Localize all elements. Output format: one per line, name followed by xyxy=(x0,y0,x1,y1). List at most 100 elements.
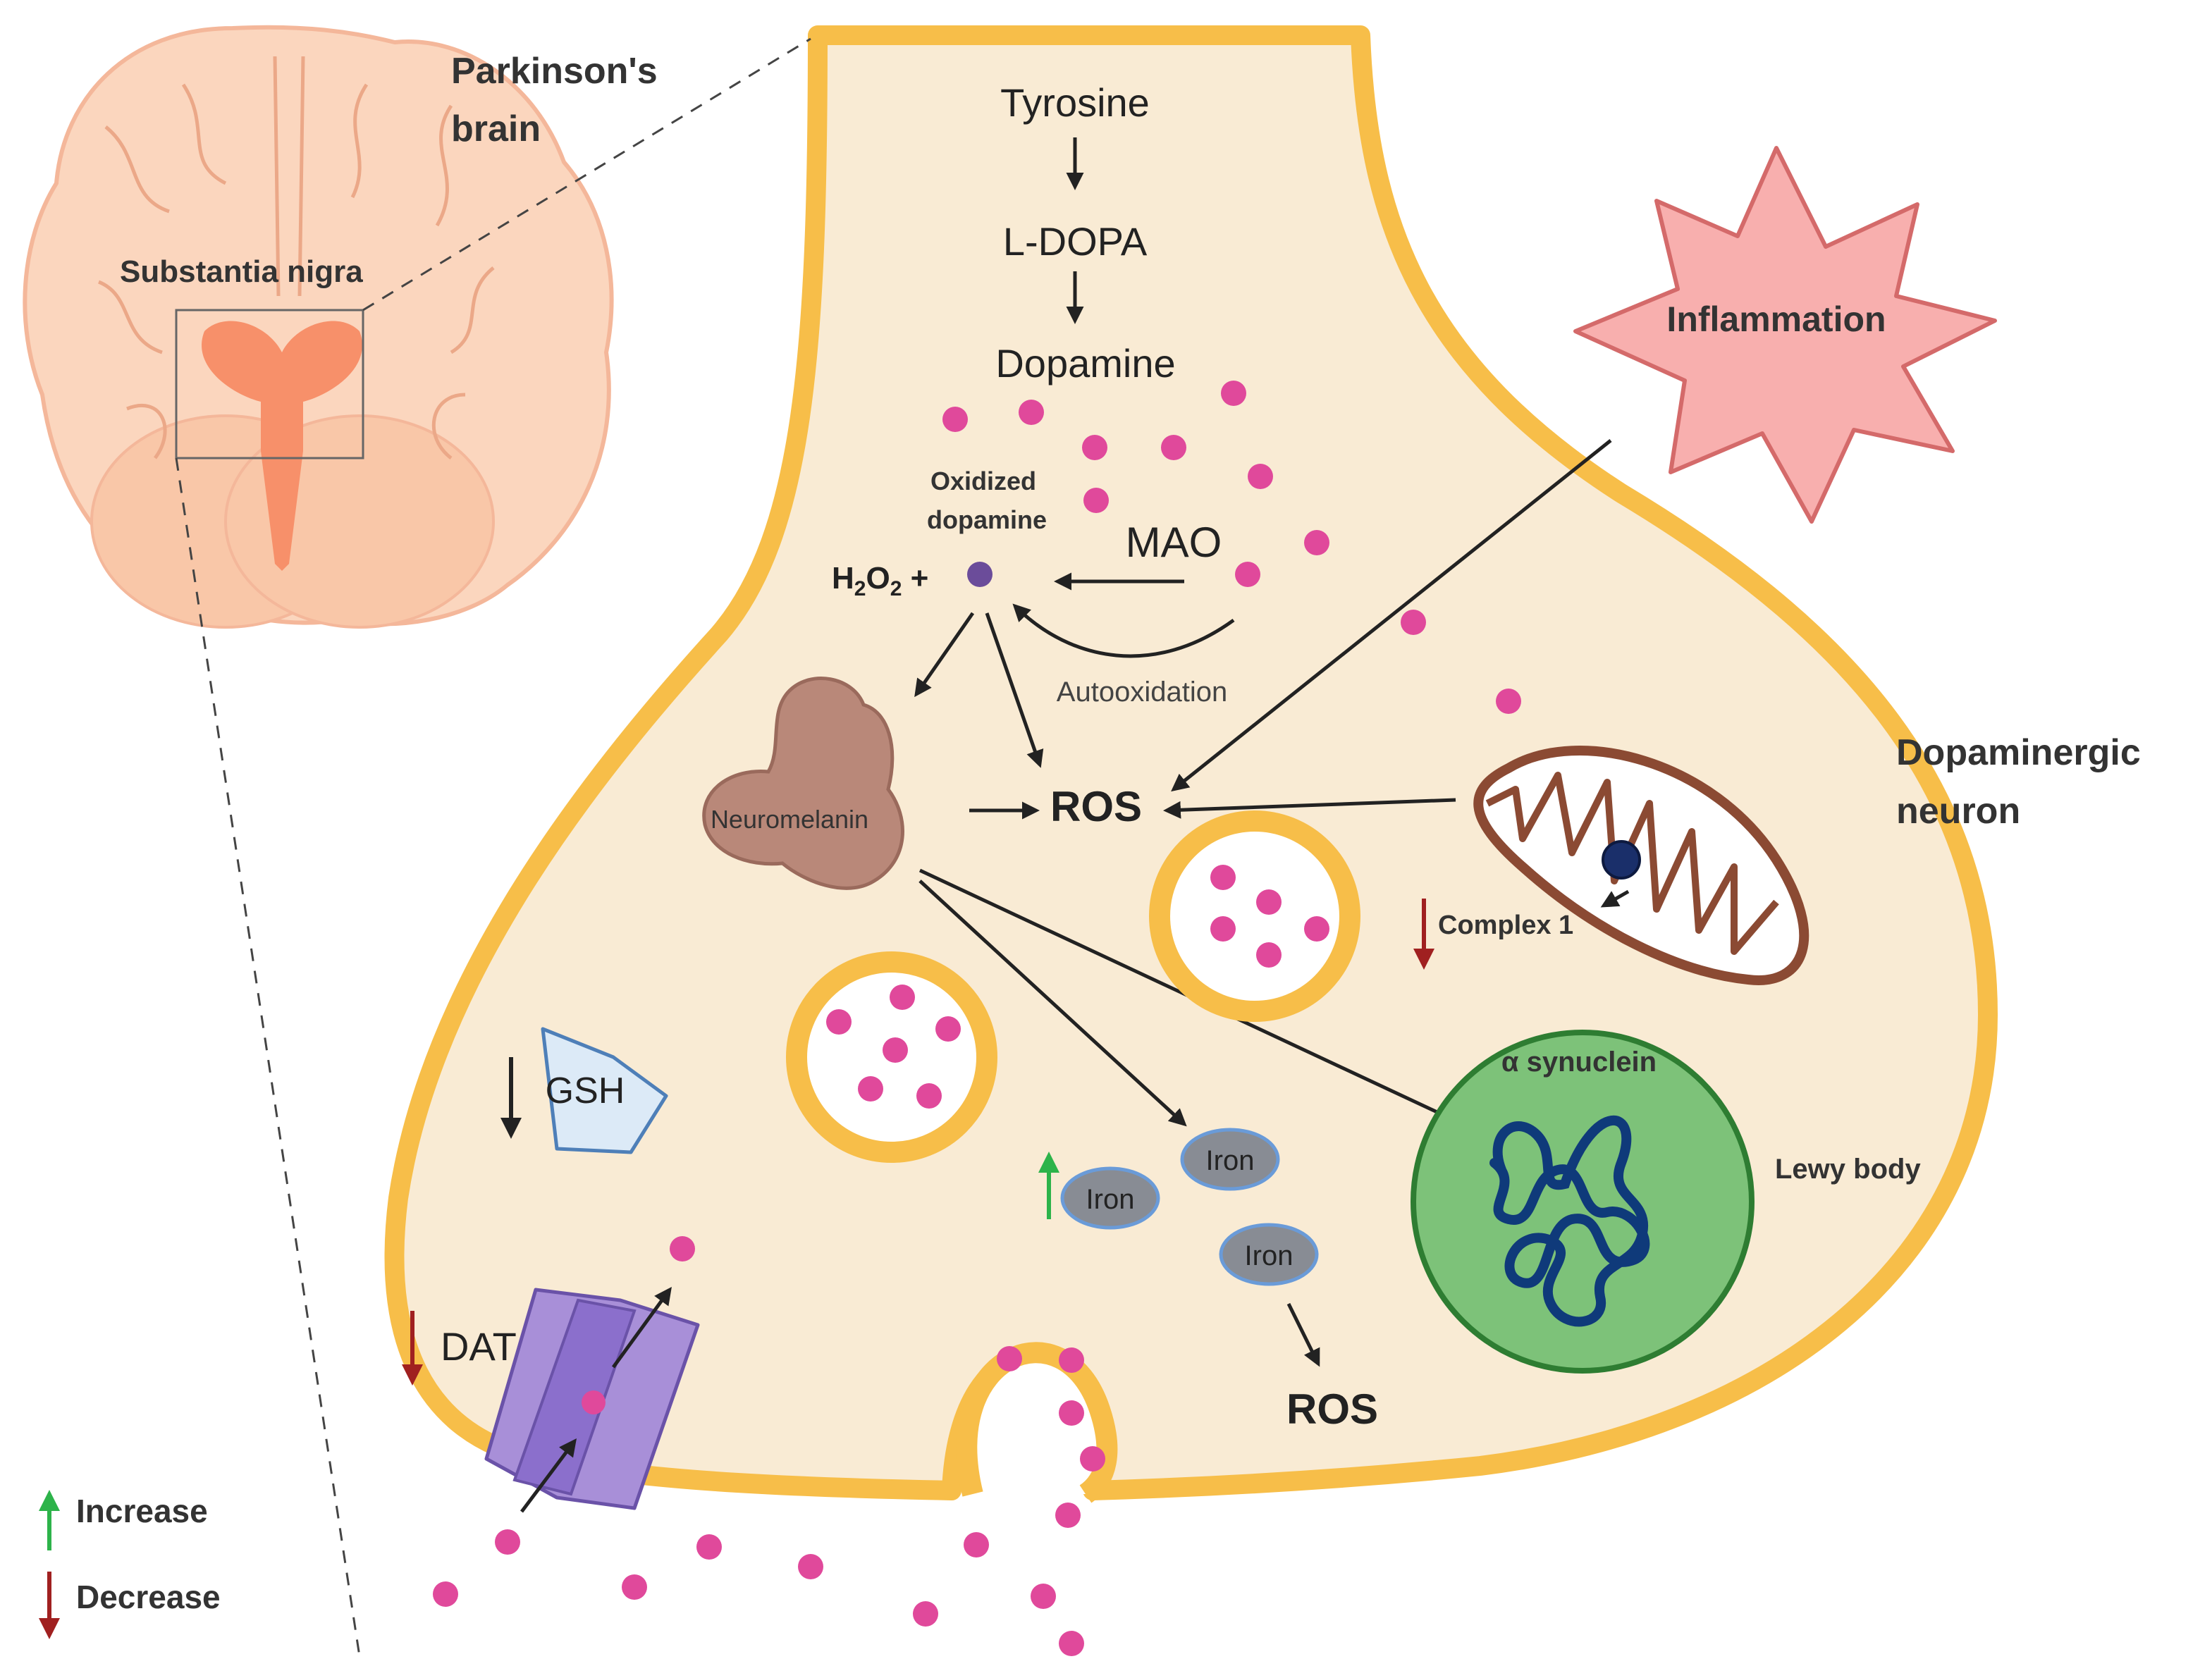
dopamine-dot xyxy=(1031,1584,1056,1609)
complex-1-dot xyxy=(1602,840,1641,880)
dopamine-dot xyxy=(1059,1400,1084,1426)
brain-gyri xyxy=(98,56,495,459)
dat-body-front xyxy=(512,1298,637,1496)
dopamine-dot xyxy=(1210,865,1236,890)
dopamine-dot xyxy=(1059,1347,1084,1373)
tyrosine-label: Tyrosine xyxy=(1000,80,1150,125)
dat-transporter: DAT xyxy=(402,1286,700,1513)
dopamine-dot xyxy=(696,1534,722,1560)
dopamine-dot xyxy=(916,1083,942,1109)
mitochondrion: Complex 1 xyxy=(1163,746,1809,985)
ros-iron-label: ROS xyxy=(1286,1386,1378,1433)
dopamine-dot xyxy=(1059,1631,1084,1656)
inflammation: Inflammation xyxy=(1171,146,1997,792)
dopamine-synthesis-pathway: Tyrosine L-DOPA Dopamine Oxidized dopami… xyxy=(702,80,1466,1127)
gsh-pentagon xyxy=(541,1027,668,1154)
zoom-line-bottom xyxy=(175,457,361,1657)
h2o2-sub2: 2 xyxy=(890,577,902,600)
synaptic-vesicles xyxy=(786,810,1360,1503)
dopamine-molecules xyxy=(433,381,1521,1656)
dopamine-dot xyxy=(1019,400,1044,425)
mao-label: MAO xyxy=(1126,519,1222,566)
arrow-autooxidation xyxy=(1012,603,1235,658)
arrow-mito-ros xyxy=(1163,798,1456,819)
dopamine-dot xyxy=(1304,530,1329,555)
dopamine-dot xyxy=(890,985,915,1010)
h2o2-plus: + xyxy=(902,561,928,596)
synuclein-tangle xyxy=(1489,1115,1650,1327)
arrow-inflammation-ros xyxy=(1171,439,1612,792)
arrow-neuromelanin-iron xyxy=(918,880,1187,1127)
substantia-nigra-label: Substantia nigra xyxy=(120,254,363,289)
dopamine-dot xyxy=(670,1236,695,1261)
inflammation-label: Inflammation xyxy=(1666,300,1886,339)
dopamine-dot xyxy=(433,1581,458,1607)
dopamine-dot xyxy=(798,1554,823,1579)
dopamine-dot xyxy=(1221,381,1246,406)
dopamine-dot xyxy=(622,1574,647,1600)
iron-1 xyxy=(1180,1128,1280,1191)
dopamine-dot xyxy=(495,1529,520,1555)
dopamine-dot xyxy=(1401,610,1426,635)
dopamine-dot xyxy=(997,1346,1022,1371)
iron-label-3: Iron xyxy=(1245,1240,1294,1271)
oxidized-dopamine-dot xyxy=(967,562,993,587)
zoom-line-top xyxy=(362,37,811,311)
arrow-iron-ros xyxy=(1286,1302,1320,1367)
dopamine-dot xyxy=(1304,916,1329,942)
autooxidation-label: Autooxidation xyxy=(1057,677,1227,708)
oxidized-dopamine-label-line2: dopamine xyxy=(927,505,1047,534)
h2o2-label: H2O2 + xyxy=(832,561,928,600)
arrow-dat-out xyxy=(611,1286,672,1369)
neuron-label-line2: neuron xyxy=(1896,791,2020,832)
dopamine-dot xyxy=(1210,916,1236,942)
dopamine-dot xyxy=(1256,889,1282,915)
dopamine-dot xyxy=(942,407,968,432)
legend-increase-label: Increase xyxy=(76,1493,208,1529)
dopamine-dot xyxy=(935,1016,961,1042)
inflammation-star xyxy=(1573,146,1997,524)
dopamine-dot xyxy=(1235,562,1260,587)
arrow-to-neuromelanin xyxy=(914,612,975,698)
arrow-dat-in xyxy=(520,1438,577,1513)
brain-title-line1: Parkinson's xyxy=(451,51,658,92)
dopamine-dot xyxy=(1256,942,1282,968)
lewy-body-label: Lewy body xyxy=(1775,1154,1921,1185)
substantia-nigra-box xyxy=(175,309,364,459)
brain-title-line2: brain xyxy=(451,109,541,149)
dopamine-dot xyxy=(826,1009,852,1035)
h2o2-sub1: 2 xyxy=(854,577,866,600)
arrow-complex-1 xyxy=(1600,889,1630,908)
mitochondrion-cristae xyxy=(1485,772,1779,955)
arrow-to-ros xyxy=(985,612,1044,768)
dopamine-dot xyxy=(883,1037,908,1063)
h2o2-h: H xyxy=(832,561,854,596)
dopamine-dot xyxy=(1080,1446,1105,1472)
lewy-body: α synuclein Lewy body xyxy=(1411,1030,1921,1374)
dopamine-dot xyxy=(913,1601,938,1627)
vesicle-fusing xyxy=(956,1342,1118,1503)
iron-group: Iron Iron Iron ROS xyxy=(1038,1128,1378,1433)
neuron-label-line1: Dopaminergic xyxy=(1896,732,2141,773)
parkinsons-brain: Parkinson's brain Substantia nigra xyxy=(23,25,811,1657)
dopamine-label: Dopamine xyxy=(995,341,1175,385)
iron-3 xyxy=(1219,1223,1319,1286)
iron-2 xyxy=(1060,1166,1160,1230)
gsh-group: GSH xyxy=(500,1027,668,1154)
mitochondrion-outer xyxy=(1473,746,1809,985)
dopamine-dot xyxy=(1248,464,1273,489)
neuromelanin-label: Neuromelanin xyxy=(711,805,868,834)
vesicle-right xyxy=(1149,810,1360,1022)
dopamine-dot xyxy=(1161,435,1186,460)
dopamine-dot xyxy=(858,1076,883,1102)
complex-1-label: Complex 1 xyxy=(1438,911,1573,940)
iron-label-2: Iron xyxy=(1086,1184,1135,1215)
oxidized-dopamine-label-line1: Oxidized xyxy=(930,467,1036,495)
substantia-nigra-structure xyxy=(202,321,362,571)
dopamine-dot xyxy=(1083,488,1109,513)
dat-dopamine-dot xyxy=(582,1390,606,1414)
dopamine-dot xyxy=(964,1532,989,1557)
dopamine-dot xyxy=(1496,689,1521,714)
ros-main-label: ROS xyxy=(1050,783,1142,830)
h2o2-o: O xyxy=(866,561,890,596)
